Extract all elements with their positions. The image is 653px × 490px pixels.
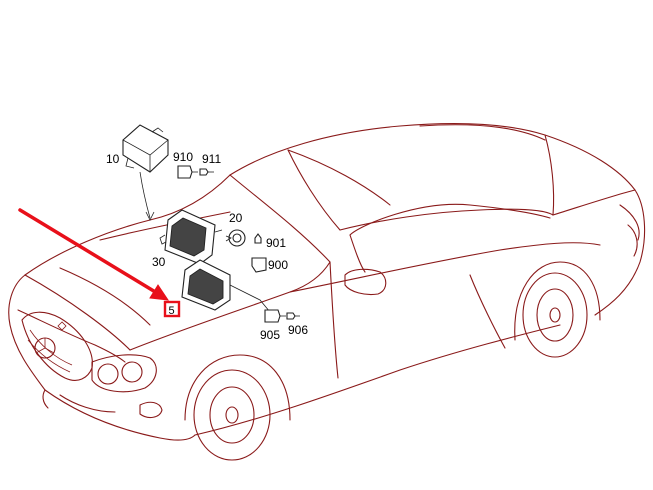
part-901-screw [254, 233, 262, 244]
callout-900: 900 [268, 258, 288, 272]
part-30-display-module [159, 209, 223, 265]
callout-906: 906 [288, 323, 308, 337]
callout-20: 20 [229, 211, 243, 225]
callout-5: 5 [169, 305, 175, 317]
highlight-box [163, 300, 181, 318]
part-10-control-unit [122, 124, 169, 221]
part-905-connector [264, 309, 286, 323]
arrow-pointer-icon [18, 208, 170, 301]
callout-901: 901 [266, 236, 286, 250]
part-906-terminal [286, 312, 300, 320]
part-20-grommet [225, 229, 246, 247]
part-900-connector [251, 257, 267, 273]
callout-910: 910 [173, 150, 193, 164]
callout-30: 30 [152, 255, 166, 269]
highlight-callout-5: 5 [163, 300, 181, 318]
part-5-control-module [181, 259, 271, 313]
car-body-outline [8, 123, 646, 461]
part-910-connector [177, 165, 198, 179]
callout-911: 911 [202, 152, 221, 166]
callout-905: 905 [260, 328, 280, 342]
part-911-terminal [199, 168, 214, 176]
callout-10: 10 [106, 152, 120, 166]
mercedes-star-icon [34, 337, 56, 359]
